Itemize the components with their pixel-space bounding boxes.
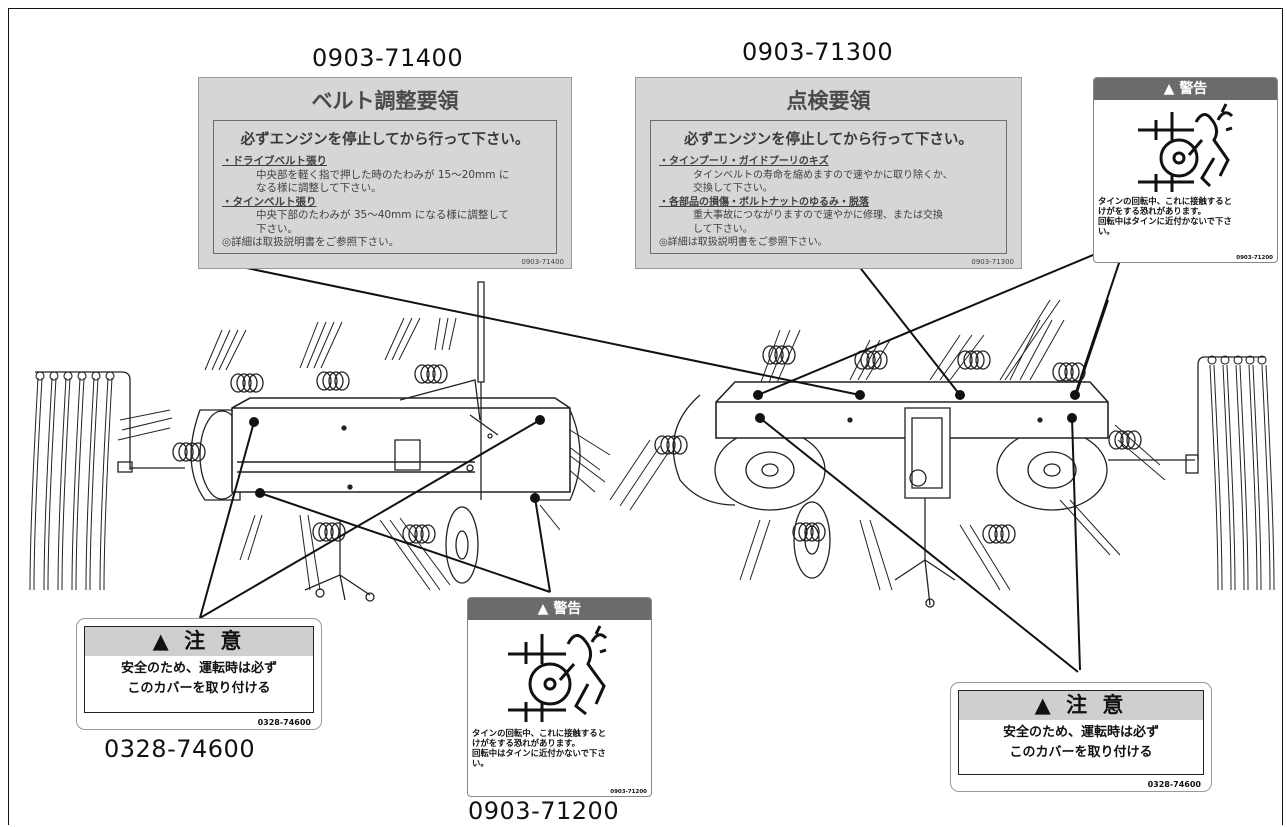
warning-line2: けがをする恐れがあります。 bbox=[1098, 206, 1207, 216]
caution-line2: このカバーを取り付ける bbox=[1009, 745, 1153, 760]
left-tine-rack bbox=[29, 371, 185, 591]
belt-label-title: ベルト調整要領 bbox=[311, 89, 459, 113]
caution-line1: 安全のため、運転時は必ず bbox=[1002, 725, 1159, 740]
warning-line1: タインの回転中、これに接触すると bbox=[472, 728, 606, 738]
warning-header: ▲ 警告 bbox=[1094, 78, 1277, 100]
warning-label-bottom: ▲ 警告 タインの回転中、これに接触すると けがをする恐れがあります。 回転中は… bbox=[467, 597, 652, 797]
caution-header: ▲ 注 意 bbox=[959, 691, 1203, 720]
inspection-label: 点検要領 必ずエンジンを停止してから行って下さい。 ・タインプーリ・ガイドプーリ… bbox=[635, 77, 1022, 269]
belt-adjustment-label: ベルト調整要領 必ずエンジンを停止してから行って下さい。 ・ドライブベルト張り … bbox=[198, 77, 572, 269]
part-number-71400: 0903-71400 bbox=[312, 44, 464, 72]
warning-line3: 回転中はタインに近付かないで下さ bbox=[472, 748, 606, 758]
part-number-71300: 0903-71300 bbox=[742, 38, 894, 66]
warning-label-top: ▲ 警告 タインの回転中、これに接触すると けがをする恐れがあります。 回転中は… bbox=[1093, 77, 1278, 263]
belt-item2-heading: ・タインベルト張り bbox=[222, 195, 317, 208]
caution-line2: このカバーを取り付ける bbox=[127, 681, 271, 696]
belt-item1-line2: なる様に調整して下さい。 bbox=[256, 182, 382, 194]
belt-label-note: ◎詳細は取扱説明書をご参照下さい。 bbox=[222, 236, 400, 248]
leader-dots bbox=[249, 390, 1080, 503]
caution-code-right: 0328-74600 bbox=[1147, 780, 1201, 789]
belt-label-lead: 必ずエンジンを停止してから行って下さい。 bbox=[240, 132, 530, 148]
warning-text-bottom: タインの回転中、これに接触すると けがをする恐れがあります。 回転中はタインに近… bbox=[468, 728, 651, 768]
caution-label-left: ▲ 注 意 安全のため、運転時は必ず このカバーを取り付ける 0328-7460… bbox=[76, 618, 322, 730]
caution-inner: ▲ 注 意 安全のため、運転時は必ず このカバーを取り付ける bbox=[84, 626, 314, 713]
part-number-74600: 0328-74600 bbox=[104, 735, 256, 763]
warning-line2: けがをする恐れがあります。 bbox=[472, 738, 581, 748]
inspect-item1-heading: ・タインプーリ・ガイドプーリのキズ bbox=[659, 156, 829, 167]
warning-line4: い。 bbox=[472, 758, 489, 768]
warning-line3: 回転中はタインに近付かないで下さ bbox=[1098, 216, 1232, 226]
inspect-label-body: ・タインプーリ・ガイドプーリのキズ タインベルトの寿命を縮めますので速やかに取り… bbox=[659, 155, 1006, 250]
warning-line4: い。 bbox=[1098, 226, 1115, 236]
warning-code-bottom: 0903-71200 bbox=[610, 789, 647, 795]
warning-text-top: タインの回転中、これに接触すると けがをする恐れがあります。 回転中はタインに近… bbox=[1094, 196, 1277, 236]
caution-line1: 安全のため、運転時は必ず bbox=[120, 661, 277, 676]
inspect-label-title: 点検要領 bbox=[786, 89, 871, 113]
tine-hazard-icon bbox=[1094, 100, 1277, 196]
caution-inner: ▲ 注 意 安全のため、運転時は必ず このカバーを取り付ける bbox=[958, 690, 1204, 775]
right-machine bbox=[609, 299, 1275, 608]
belt-item1-heading: ・ドライブベルト張り bbox=[222, 155, 327, 167]
belt-item2-line1: 中央下部のたわみが 35～40mm になる様に調整して bbox=[256, 209, 510, 221]
belt-item2-line2: 下さい。 bbox=[256, 222, 298, 235]
tine-hazard-icon bbox=[468, 620, 651, 728]
inspect-item2-heading: ・各部品の損傷・ボルトナットのゆるみ・脱落 bbox=[659, 196, 869, 208]
belt-label-code: 0903-71400 bbox=[521, 258, 564, 266]
caution-code-left: 0328-74600 bbox=[257, 718, 311, 727]
caution-label-right: ▲ 注 意 安全のため、運転時は必ず このカバーを取り付ける 0328-7460… bbox=[950, 682, 1212, 792]
inspect-label-code: 0903-71300 bbox=[971, 258, 1014, 266]
inspect-label-note: ◎詳細は取扱説明書をご参照下さい。 bbox=[659, 237, 828, 248]
inspect-label-inner: 必ずエンジンを停止してから行って下さい。 ・タインプーリ・ガイドプーリのキズ タ… bbox=[650, 120, 1007, 254]
belt-item1-line1: 中央部を軽く指で押した時のたわみが 15～20mm に bbox=[256, 168, 510, 181]
leader-lines bbox=[199, 249, 1121, 673]
warning-header: ▲ 警告 bbox=[468, 598, 651, 620]
part-number-71200: 0903-71200 bbox=[468, 797, 620, 825]
left-machine bbox=[29, 281, 611, 602]
inspect-item1-line2: 交換して下さい。 bbox=[693, 183, 773, 194]
inspect-item2-line2: して下さい。 bbox=[693, 223, 753, 235]
warning-line1: タインの回転中、これに接触すると bbox=[1098, 196, 1232, 206]
inspect-label-lead: 必ずエンジンを停止してから行って下さい。 bbox=[684, 132, 973, 148]
inspect-item2-line1: 重大事故につながりますので速やかに修理、または交換 bbox=[693, 210, 943, 221]
warning-code-top: 0903-71200 bbox=[1236, 255, 1273, 261]
inspect-item1-line1: タインベルトの寿命を縮めますので速やかに取り除くか、 bbox=[693, 169, 953, 181]
diagram-frame bbox=[8, 8, 1283, 825]
belt-label-body: ・ドライブベルト張り 中央部を軽く指で押した時のたわみが 15～20mm に な… bbox=[222, 155, 556, 250]
belt-label-inner: 必ずエンジンを停止してから行って下さい。 ・ドライブベルト張り 中央部を軽く指で… bbox=[213, 120, 557, 254]
caution-header: ▲ 注 意 bbox=[85, 627, 313, 656]
